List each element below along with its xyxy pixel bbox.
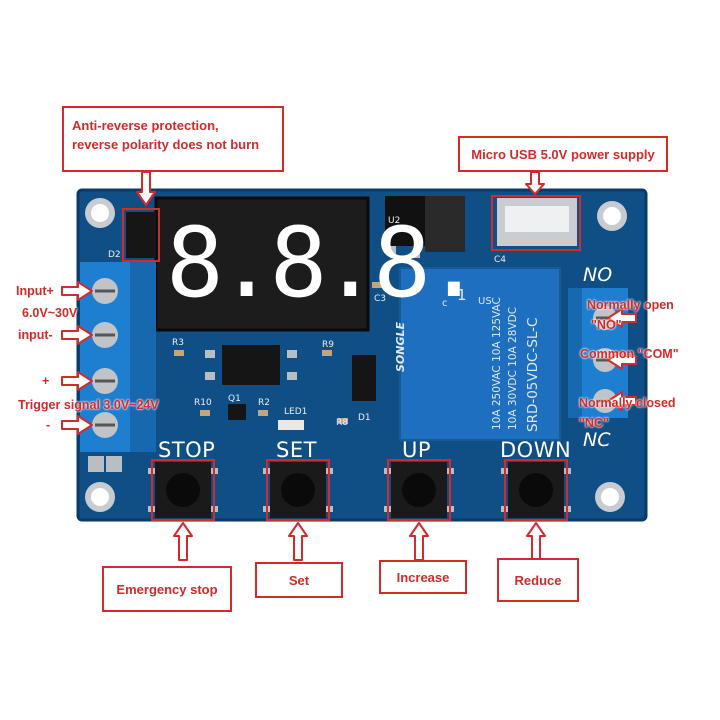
- highlight-usb: [491, 195, 581, 251]
- up-push-button[interactable]: [384, 462, 454, 518]
- highlight-set: [266, 459, 330, 521]
- callout-reduce: Reduce: [497, 558, 579, 602]
- relay: [400, 268, 560, 440]
- mounting-hole: [597, 201, 627, 231]
- label-voltage-range: 6.0V~30V: [22, 306, 78, 320]
- arrow-right-icon: [61, 281, 93, 301]
- label-input-plus: Input+: [16, 284, 54, 298]
- seven-segment-display: [156, 198, 368, 330]
- silk-r9: R9: [322, 340, 334, 350]
- optocoupler: [222, 345, 280, 385]
- up-label: UP: [402, 438, 432, 462]
- label-nc-quote: "NC": [579, 416, 609, 430]
- header-pad: [106, 456, 122, 472]
- callout-emergency-stop: Emergency stop: [102, 566, 232, 612]
- silk-d2: D2: [108, 250, 121, 260]
- regulator-u2: [385, 196, 425, 246]
- silk-c3: C3: [374, 294, 387, 304]
- callout-anti-reverse-line2: reverse polarity does not burn: [72, 137, 260, 152]
- mounting-hole: [85, 482, 115, 512]
- label-no-quote: "NO": [591, 318, 622, 332]
- relay-us-mark: US: [478, 296, 492, 307]
- label-trigger-signal: Trigger signal 3.0V~24V: [18, 398, 159, 412]
- label-normally-closed: Normally closed: [579, 396, 676, 410]
- highlight-stop: [151, 459, 215, 521]
- down-push-button[interactable]: [501, 462, 571, 518]
- arrow-up-icon: [173, 522, 193, 561]
- arrow-left-icon: [607, 308, 637, 328]
- highlight-down: [504, 459, 568, 521]
- relay-rating-2: 10A 30VDC 10A 28VDC: [507, 306, 519, 430]
- silk-r10: R10: [194, 398, 212, 408]
- label-normally-open: Normally open: [587, 298, 674, 312]
- arrow-up-icon: [409, 522, 429, 561]
- terminal-screw: [92, 412, 118, 438]
- mounting-hole: [595, 482, 625, 512]
- relay-model: SRD-05VDC-SL-C: [525, 317, 541, 432]
- arrow-down-icon: [136, 171, 156, 206]
- arrow-left-icon: [607, 391, 637, 411]
- display-digits: 8.8.8.: [166, 207, 483, 319]
- callout-increase: Increase: [379, 560, 467, 594]
- arrow-right-icon: [61, 325, 93, 345]
- diode-d2: [126, 212, 156, 258]
- terminal-no-label: NO: [583, 264, 613, 286]
- silk-c4: C4: [494, 255, 507, 265]
- diode-d1: [352, 355, 376, 401]
- terminal-screw: [92, 368, 118, 394]
- set-push-button[interactable]: [263, 462, 333, 518]
- relay-brand: SONGLE: [394, 321, 407, 372]
- silk-d1: D1: [358, 413, 371, 423]
- silk-r3: R3: [172, 338, 184, 348]
- set-label: SET: [276, 438, 317, 462]
- silk-q1: Q1: [228, 394, 241, 404]
- terminal-nc-label: NC: [583, 429, 611, 451]
- mounting-hole: [85, 198, 115, 228]
- arrow-right-icon: [61, 415, 93, 435]
- relay-c-mark: c: [442, 298, 448, 309]
- label-input-minus: input-: [18, 328, 53, 342]
- arrow-down-icon: [525, 171, 545, 195]
- callout-anti-reverse: Anti-reverse protection, reverse polarit…: [62, 106, 284, 172]
- arrow-up-icon: [526, 522, 546, 561]
- terminal-screw: [92, 278, 118, 304]
- callout-usb-power: Micro USB 5.0V power supply: [458, 136, 668, 172]
- stop-push-button[interactable]: [148, 462, 218, 518]
- callout-set: Set: [255, 562, 343, 598]
- arrow-right-icon: [61, 371, 93, 391]
- arrow-left-icon: [607, 350, 637, 370]
- header-pad: [88, 456, 104, 472]
- silk-r2: R2: [258, 398, 270, 408]
- silk-u2: U2: [388, 216, 401, 226]
- label-plus: +: [42, 374, 50, 388]
- down-label: DOWN: [500, 438, 572, 462]
- silk-r8: R8: [336, 418, 348, 428]
- relay-rating-1: 10A 250VAC 10A 125VAC: [491, 297, 503, 430]
- highlight-up: [387, 459, 451, 521]
- silk-led1: LED1: [284, 407, 308, 417]
- transistor-q1: [228, 404, 246, 420]
- label-minus: -: [46, 418, 51, 432]
- highlight-diode: [122, 208, 160, 262]
- stop-label: STOP: [158, 438, 216, 462]
- arrow-up-icon: [288, 522, 308, 561]
- led1: [278, 420, 304, 430]
- relay-cert-number: 1: [457, 286, 467, 304]
- label-common: Common "COM": [580, 347, 679, 361]
- terminal-screw: [92, 322, 118, 348]
- callout-anti-reverse-line1: Anti-reverse protection,: [72, 118, 219, 133]
- transistor: [425, 196, 465, 252]
